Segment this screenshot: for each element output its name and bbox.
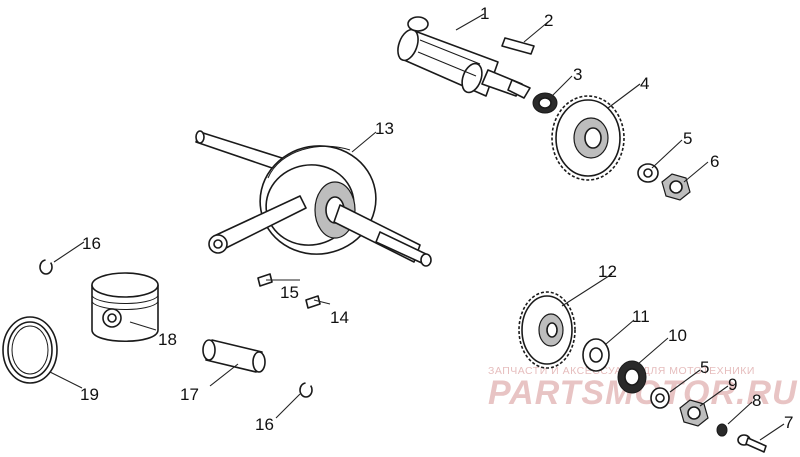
part-15-key [257,273,273,287]
callout-14: 14 [330,308,349,327]
callout-4: 4 [640,74,649,93]
leader-lines [49,13,785,441]
callout-7: 7 [784,413,793,432]
part-12-gear [518,291,576,369]
callout-6: 6 [710,152,719,171]
part-16-circlip-upper [39,259,53,275]
part-6-nut [661,173,691,201]
part-19-rings [2,316,58,384]
callout-11: 11 [632,307,650,326]
callout-13: 13 [375,119,394,138]
callout-18: 18 [158,330,177,349]
callout-16-lower: 16 [255,415,274,434]
callout-5-upper: 5 [683,129,692,148]
part-18-piston [91,272,159,343]
part-11-washer [582,338,610,372]
callout-numbers: 1 2 3 4 5 6 13 15 14 16 18 19 17 16 12 1… [80,4,793,434]
part-10-bearing [617,360,647,394]
callout-2: 2 [544,11,553,30]
part-8-spring [716,423,728,437]
part-5-washer-lower [650,387,670,409]
part-1-shaft [397,16,531,99]
callout-5-lower: 5 [700,358,709,377]
part-16-circlip-lower [299,382,313,398]
part-17-pin [202,339,266,373]
part-13-crankshaft [195,130,432,267]
part-5-washer-upper [637,163,659,183]
part-4-gear [551,95,625,181]
callout-16-upper: 16 [82,234,101,253]
part-14-key [305,295,321,309]
callout-3: 3 [573,65,582,84]
callout-1: 1 [480,4,489,23]
callout-15: 15 [280,283,299,302]
callout-12: 12 [598,262,617,281]
callout-10: 10 [668,326,687,345]
watermark: ЗАПЧАСТИ И АКСЕССУАРЫ ДЛЯ МОТОТЕХНИКИ PA… [488,365,797,412]
part-3-bearing [532,92,558,114]
part-9-nut [679,399,709,427]
part-2-key [501,37,535,55]
callout-17: 17 [180,385,199,404]
part-7-bolt [737,434,767,453]
callout-8: 8 [752,391,761,410]
callout-19: 19 [80,385,99,404]
callout-9: 9 [728,375,737,394]
